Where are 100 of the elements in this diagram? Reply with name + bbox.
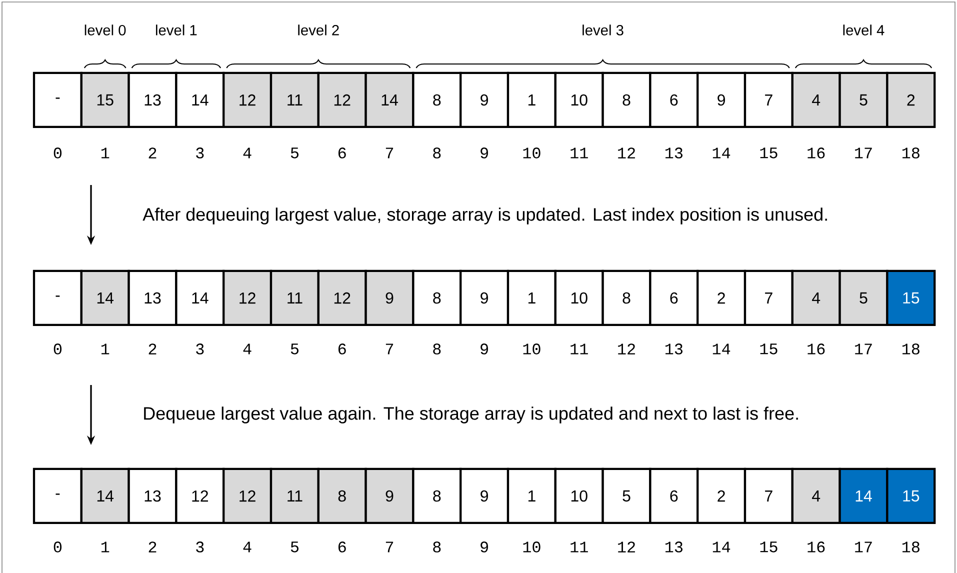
array-cell: 2 bbox=[696, 468, 746, 524]
index-number: 10 bbox=[523, 542, 540, 552]
array-cell: 9 bbox=[696, 72, 746, 128]
index-number: 15 bbox=[760, 148, 778, 158]
array-cell: - bbox=[32, 270, 82, 326]
index-number: 8 bbox=[433, 344, 441, 354]
array-cell: 4 bbox=[791, 468, 841, 524]
index-number: 14 bbox=[712, 542, 730, 552]
index-number: 13 bbox=[665, 148, 682, 158]
index-number: 14 bbox=[712, 344, 730, 354]
index-number: 18 bbox=[902, 344, 920, 354]
array-cell: 5 bbox=[838, 270, 888, 326]
array-cell: 9 bbox=[460, 270, 510, 326]
index-number: 11 bbox=[570, 344, 588, 354]
array-cell: 13 bbox=[128, 270, 178, 326]
index-number: 9 bbox=[480, 542, 488, 552]
array-cell: 14 bbox=[838, 468, 888, 524]
index-number: 11 bbox=[570, 542, 588, 552]
index-number: 0 bbox=[54, 542, 62, 552]
array-cell: 1 bbox=[506, 72, 556, 128]
index-number: 1 bbox=[101, 542, 110, 552]
index-number: 10 bbox=[523, 344, 540, 354]
index-number: 3 bbox=[196, 148, 204, 158]
array-cell: 14 bbox=[175, 72, 225, 128]
index-number: 6 bbox=[338, 148, 346, 158]
array-cell: - bbox=[32, 72, 82, 128]
level-label: level 1 bbox=[156, 24, 197, 36]
array-cell: 14 bbox=[175, 270, 225, 326]
index-number: 4 bbox=[243, 148, 252, 158]
array-cell: 14 bbox=[80, 270, 130, 326]
index-number: 5 bbox=[290, 542, 298, 552]
array-cell: 10 bbox=[554, 468, 604, 524]
index-number: 14 bbox=[712, 148, 730, 158]
index-number: 17 bbox=[855, 542, 872, 552]
array-cell: 15 bbox=[886, 270, 936, 326]
array-cell: 8 bbox=[317, 468, 367, 524]
index-number: 11 bbox=[570, 148, 588, 158]
index-number: 5 bbox=[290, 148, 298, 158]
array-cell: 13 bbox=[128, 72, 178, 128]
array-cell: 10 bbox=[554, 270, 604, 326]
index-number: 9 bbox=[480, 344, 488, 354]
index-number: 6 bbox=[338, 344, 346, 354]
index-number: 1 bbox=[101, 344, 110, 354]
index-number: 8 bbox=[433, 542, 441, 552]
array-cell: 13 bbox=[128, 468, 178, 524]
array-cell: 12 bbox=[222, 468, 272, 524]
array-cell: 5 bbox=[602, 468, 652, 524]
array-cell: 1 bbox=[506, 468, 556, 524]
array-cell: 6 bbox=[649, 468, 699, 524]
index-number: 12 bbox=[618, 542, 635, 552]
array-cell: - bbox=[32, 468, 82, 524]
array-cell: 5 bbox=[838, 72, 888, 128]
level-label: level 4 bbox=[843, 24, 884, 36]
index-number: 1 bbox=[101, 148, 110, 158]
array-cell: 10 bbox=[554, 72, 604, 128]
index-number: 2 bbox=[148, 542, 156, 552]
array-cell: 8 bbox=[412, 270, 462, 326]
array-cell: 2 bbox=[886, 72, 936, 128]
index-number: 0 bbox=[54, 344, 62, 354]
array-cell: 12 bbox=[222, 270, 272, 326]
array-cell: 9 bbox=[460, 72, 510, 128]
index-number: 10 bbox=[523, 148, 540, 158]
index-number: 16 bbox=[808, 344, 825, 354]
array-cell: 12 bbox=[222, 72, 272, 128]
index-number: 0 bbox=[54, 148, 62, 158]
index-number: 7 bbox=[386, 542, 394, 552]
array-cell: 9 bbox=[460, 468, 510, 524]
index-number: 15 bbox=[760, 542, 778, 552]
index-number: 18 bbox=[902, 542, 920, 552]
index-number: 3 bbox=[196, 542, 204, 552]
index-number: 18 bbox=[902, 148, 920, 158]
index-number: 7 bbox=[386, 148, 394, 158]
array-cell: 4 bbox=[791, 72, 841, 128]
level-label: level 3 bbox=[582, 24, 624, 36]
array-cell: 7 bbox=[744, 468, 794, 524]
array-cell: 9 bbox=[364, 468, 414, 524]
index-number: 12 bbox=[618, 148, 635, 158]
index-number: 4 bbox=[243, 542, 252, 552]
array-cell: 8 bbox=[412, 72, 462, 128]
index-number: 3 bbox=[196, 344, 204, 354]
array-cell: 6 bbox=[649, 270, 699, 326]
array-cell: 6 bbox=[649, 72, 699, 128]
index-number: 12 bbox=[618, 344, 635, 354]
array-cell: 11 bbox=[270, 468, 320, 524]
array-cell: 14 bbox=[364, 72, 414, 128]
array-cell: 1 bbox=[506, 270, 556, 326]
array-cell: 9 bbox=[364, 270, 414, 326]
index-number: 9 bbox=[480, 148, 488, 158]
array-cell: 12 bbox=[317, 270, 367, 326]
array-cell: 2 bbox=[696, 270, 746, 326]
array-cell: 11 bbox=[270, 270, 320, 326]
array-cell: 15 bbox=[886, 468, 936, 524]
index-number: 13 bbox=[665, 344, 682, 354]
index-number: 5 bbox=[290, 344, 298, 354]
index-number: 16 bbox=[808, 148, 825, 158]
array-cell: 8 bbox=[602, 72, 652, 128]
array-cell: 11 bbox=[270, 72, 320, 128]
level-label: level 0 bbox=[84, 24, 126, 36]
array-cell: 4 bbox=[791, 270, 841, 326]
array-cell: 8 bbox=[412, 468, 462, 524]
